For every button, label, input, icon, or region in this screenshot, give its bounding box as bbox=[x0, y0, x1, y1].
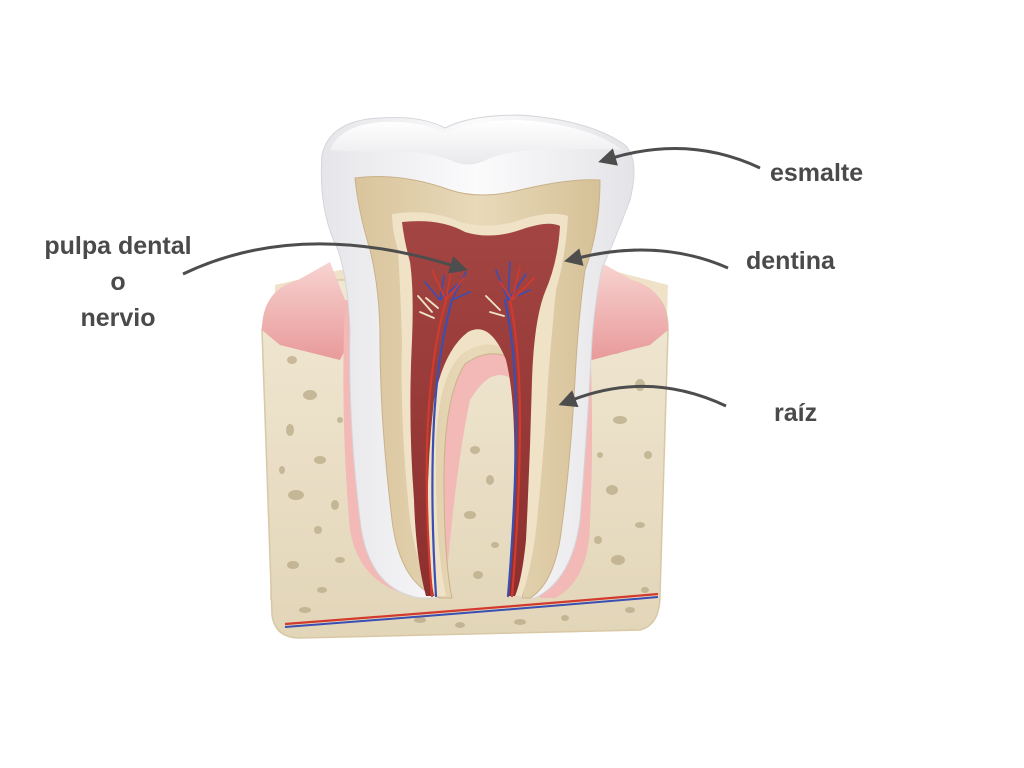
arrow-dentina bbox=[564, 248, 729, 270]
label-raiz: raíz bbox=[774, 399, 818, 427]
bone-pores bbox=[279, 346, 652, 628]
arrow-raiz bbox=[558, 384, 727, 408]
label-dentina: dentina bbox=[746, 247, 835, 275]
label-pulpa-line3: nervio bbox=[80, 304, 156, 332]
label-pulpa-line2: o bbox=[110, 268, 126, 296]
base-nerve-line bbox=[284, 592, 659, 626]
pulp-blood-vessels bbox=[417, 261, 535, 598]
label-pulpa-line1: pulpa dental bbox=[44, 232, 192, 260]
enamel-occlusal-surface bbox=[330, 120, 622, 165]
base-vein-line bbox=[284, 596, 659, 628]
arrow-pulpa bbox=[182, 242, 468, 276]
gum-right bbox=[582, 262, 668, 360]
gum-left bbox=[262, 262, 350, 360]
label-pulpa-dental: pulpa dental o nervio bbox=[28, 228, 208, 336]
arrow-esmalte bbox=[598, 147, 761, 170]
label-esmalte: esmalte bbox=[770, 159, 864, 187]
